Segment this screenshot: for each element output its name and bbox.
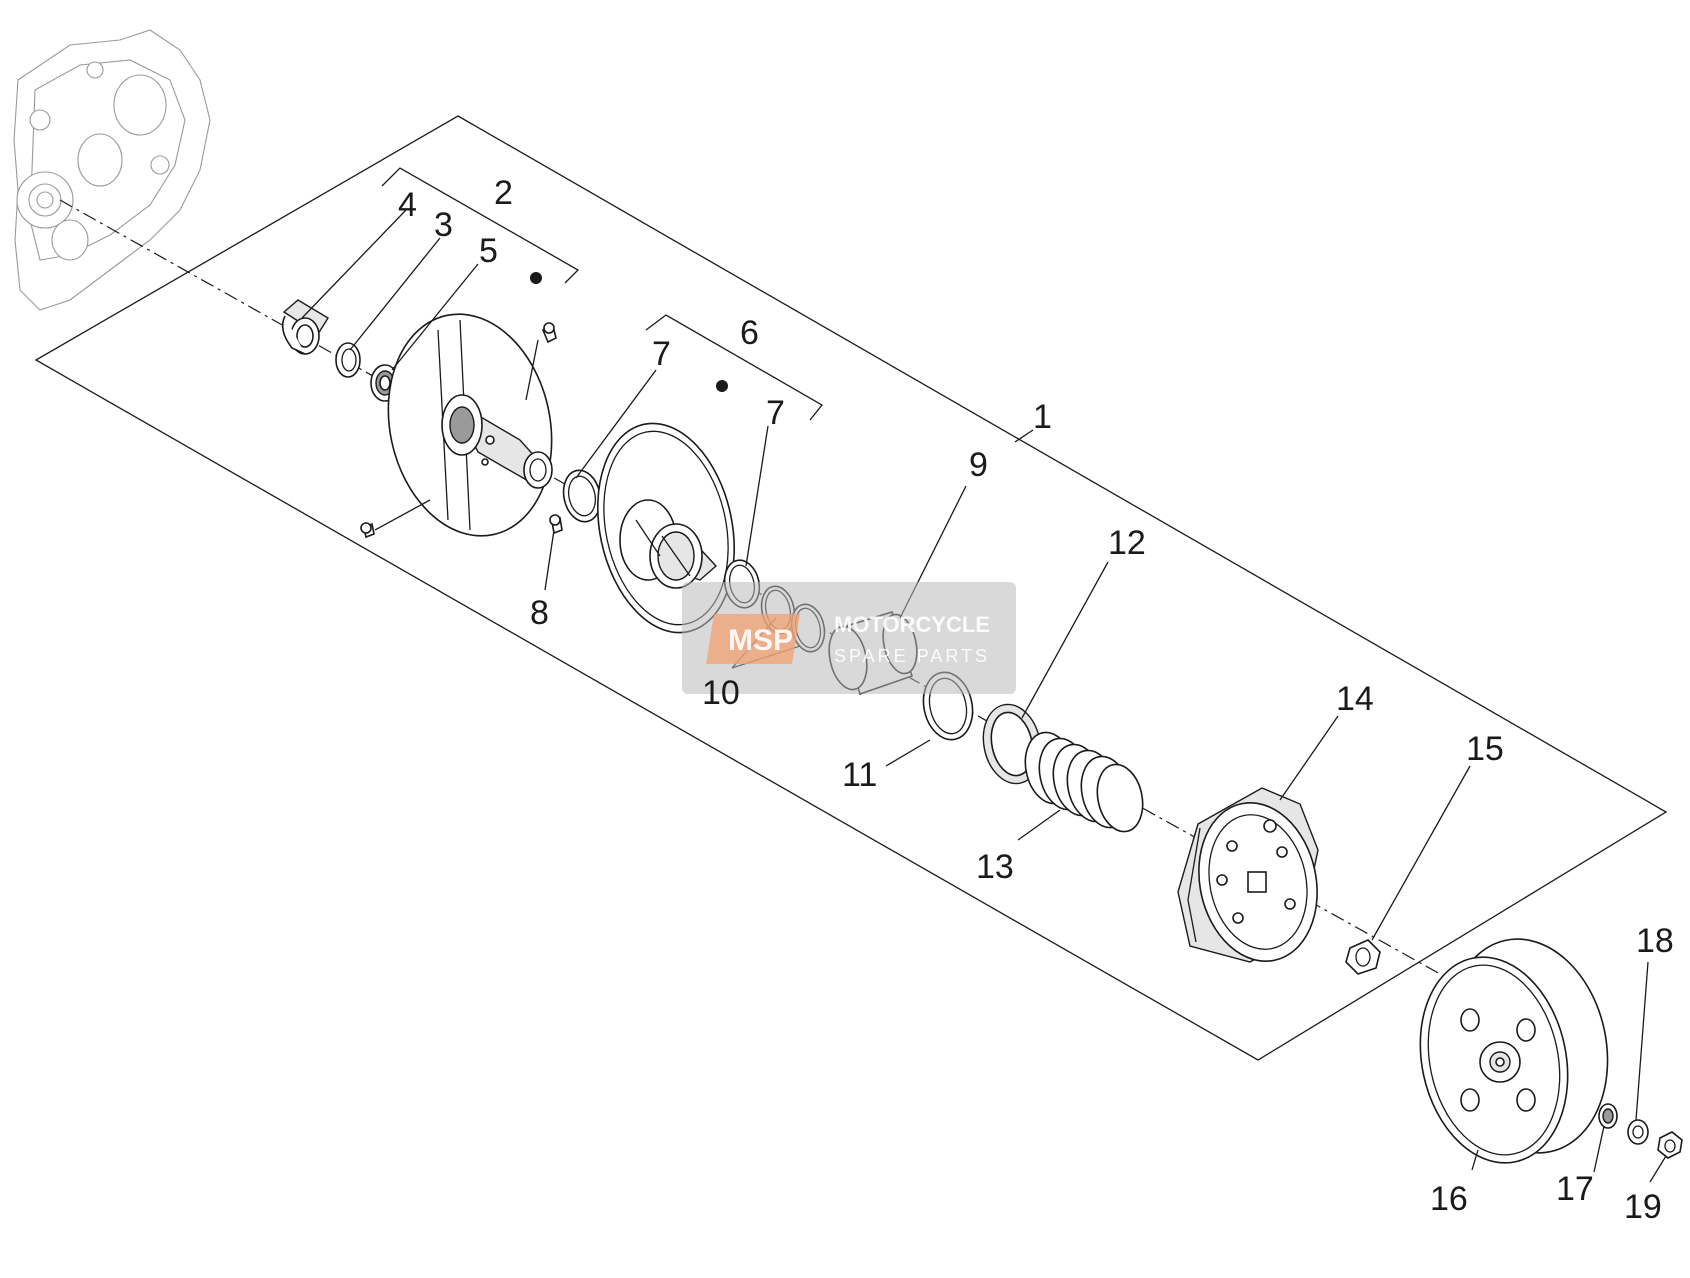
callout-15: 15 <box>1466 730 1504 768</box>
callout-12: 12 <box>1108 524 1146 562</box>
part-15-nut <box>1345 939 1381 975</box>
callout-1: 1 <box>1033 398 1052 436</box>
group-2-marker <box>530 272 542 284</box>
part-3-circlip <box>335 342 361 378</box>
callout-19: 19 <box>1624 1188 1662 1226</box>
part-19-nut <box>1657 1131 1683 1159</box>
callout-9: 9 <box>969 446 988 484</box>
callout-16: 16 <box>1430 1180 1468 1218</box>
callout-7b: 7 <box>766 394 785 432</box>
watermark-line2: SPARE PARTS <box>834 646 990 666</box>
callout-3: 3 <box>434 206 453 244</box>
callout-11: 11 <box>842 756 877 794</box>
watermark-logo-badge <box>706 614 800 664</box>
callout-7a: 7 <box>652 335 671 373</box>
part-17-washer <box>1598 1103 1618 1129</box>
callout-14: 14 <box>1336 680 1374 718</box>
part-4-bush <box>281 299 329 355</box>
callout-13: 13 <box>976 848 1014 886</box>
callout-6: 6 <box>740 314 759 352</box>
part-18-washer <box>1627 1119 1649 1145</box>
group-2-bracket <box>381 167 580 284</box>
part-8-screws <box>360 322 563 539</box>
callout-10: 10 <box>702 674 740 712</box>
callout-labels: 1 2 3 4 5 6 7 7 8 9 10 11 12 13 14 15 16… <box>398 174 1674 1226</box>
callout-17: 17 <box>1556 1170 1594 1208</box>
part-13-spring <box>1024 731 1144 833</box>
part-14-clutch <box>1177 787 1319 963</box>
watermark: MSP MOTORCYCLE SPARE PARTS <box>682 582 1016 694</box>
callout-4: 4 <box>398 186 417 224</box>
part-16-clutch-bell <box>1419 938 1609 1164</box>
group-6-bracket <box>645 314 823 421</box>
callout-2: 2 <box>494 174 513 212</box>
crankcase-ghost <box>13 29 211 311</box>
movable-half-pulley <box>596 422 736 634</box>
callout-5: 5 <box>479 232 498 270</box>
group-1-outline <box>34 115 1668 1061</box>
watermark-line1: MOTORCYCLE <box>834 612 990 637</box>
fixed-half-pulley <box>387 313 553 537</box>
group-6-marker <box>716 380 728 392</box>
part-7-seal-ring-a <box>562 469 602 523</box>
watermark-logo: MSP <box>728 624 793 657</box>
leader-lines <box>301 209 1667 1183</box>
callout-18: 18 <box>1636 922 1674 960</box>
callout-8: 8 <box>530 594 549 632</box>
